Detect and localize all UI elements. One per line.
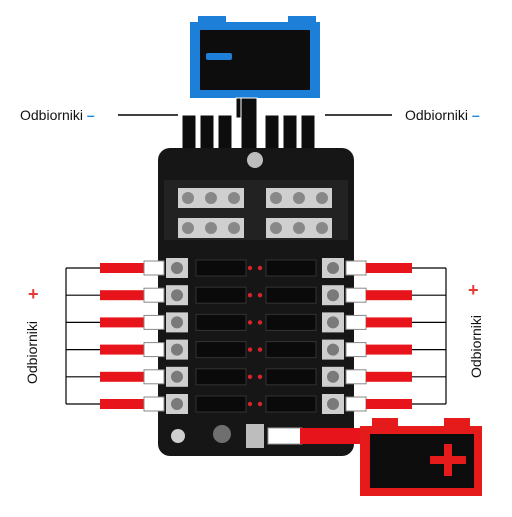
left-fuse-wire bbox=[100, 317, 144, 328]
right-terminal-sleeve bbox=[345, 369, 367, 385]
left-screw bbox=[171, 289, 183, 302]
right-fuse-wire bbox=[366, 399, 412, 409]
right-led bbox=[257, 293, 263, 298]
fuse-rows bbox=[65, 258, 447, 414]
left-screw bbox=[171, 316, 183, 329]
side-right-label: Odbiorniki bbox=[468, 314, 484, 378]
top-right-label: Odbiorniki – bbox=[405, 107, 480, 123]
left-terminal-sleeve bbox=[143, 260, 165, 276]
top-right-label-text: Odbiorniki bbox=[405, 107, 469, 123]
right-screw bbox=[327, 343, 339, 356]
left-screw bbox=[171, 262, 183, 274]
right-terminal-sleeve bbox=[345, 314, 367, 330]
top-left-label-text: Odbiorniki bbox=[20, 107, 84, 123]
minus-icon bbox=[206, 53, 232, 60]
left-led bbox=[247, 347, 253, 352]
left-fuse-wire bbox=[100, 263, 144, 273]
right-fuse-wire bbox=[366, 317, 412, 328]
positive-terminal bbox=[171, 424, 374, 448]
plus-sign-left: + bbox=[28, 284, 39, 304]
left-screw bbox=[171, 370, 183, 383]
left-led bbox=[247, 265, 253, 271]
right-fuse-slot bbox=[265, 313, 317, 331]
left-fuse-slot bbox=[195, 341, 247, 359]
left-terminal-sleeve bbox=[143, 396, 165, 412]
positive-battery bbox=[360, 418, 482, 496]
left-fuse-wire bbox=[100, 290, 144, 301]
left-fuse-slot bbox=[195, 395, 247, 413]
left-led bbox=[247, 374, 253, 379]
left-terminal-sleeve bbox=[143, 287, 165, 303]
right-terminal-sleeve bbox=[345, 287, 367, 303]
right-fuse-slot bbox=[265, 286, 317, 304]
right-terminal-sleeve bbox=[345, 260, 367, 276]
minus-sign-left: – bbox=[86, 107, 95, 123]
left-fuse-wire bbox=[100, 371, 144, 382]
left-led bbox=[247, 293, 253, 298]
negative-battery bbox=[190, 16, 320, 98]
left-fuse-wire bbox=[100, 399, 144, 409]
minus-sign-right: – bbox=[471, 107, 480, 123]
right-screw bbox=[327, 262, 339, 274]
right-fuse-slot bbox=[265, 341, 317, 359]
left-fuse-slot bbox=[195, 259, 247, 277]
left-screw bbox=[171, 343, 183, 356]
left-terminal-sleeve bbox=[143, 342, 165, 358]
left-fuse-wire bbox=[100, 344, 144, 355]
left-led bbox=[247, 401, 253, 407]
right-screw bbox=[327, 289, 339, 302]
left-terminal-sleeve bbox=[143, 369, 165, 385]
right-terminal-sleeve bbox=[345, 396, 367, 412]
right-fuse-slot bbox=[265, 395, 317, 413]
right-screw bbox=[327, 370, 339, 383]
right-fuse-slot bbox=[265, 368, 317, 386]
left-led bbox=[247, 320, 253, 325]
negative-screws bbox=[178, 152, 332, 238]
left-fuse-slot bbox=[195, 313, 247, 331]
left-terminal-sleeve bbox=[143, 314, 165, 330]
left-fuse-slot bbox=[195, 368, 247, 386]
right-led bbox=[257, 265, 263, 271]
right-fuse-wire bbox=[366, 263, 412, 273]
right-led bbox=[257, 401, 263, 407]
top-left-label: Odbiorniki – bbox=[20, 107, 95, 123]
right-screw bbox=[327, 398, 339, 410]
right-terminal-sleeve bbox=[345, 342, 367, 358]
right-led bbox=[257, 347, 263, 352]
right-screw bbox=[327, 316, 339, 329]
right-led bbox=[257, 320, 263, 325]
right-fuse-wire bbox=[366, 290, 412, 301]
right-fuse-slot bbox=[265, 259, 317, 277]
left-fuse-slot bbox=[195, 286, 247, 304]
left-screw bbox=[171, 398, 183, 410]
right-fuse-wire bbox=[366, 371, 412, 382]
plus-sign-right: + bbox=[468, 280, 479, 300]
right-fuse-wire bbox=[366, 344, 412, 355]
right-led bbox=[257, 374, 263, 379]
side-left-label: Odbiorniki bbox=[24, 320, 40, 384]
